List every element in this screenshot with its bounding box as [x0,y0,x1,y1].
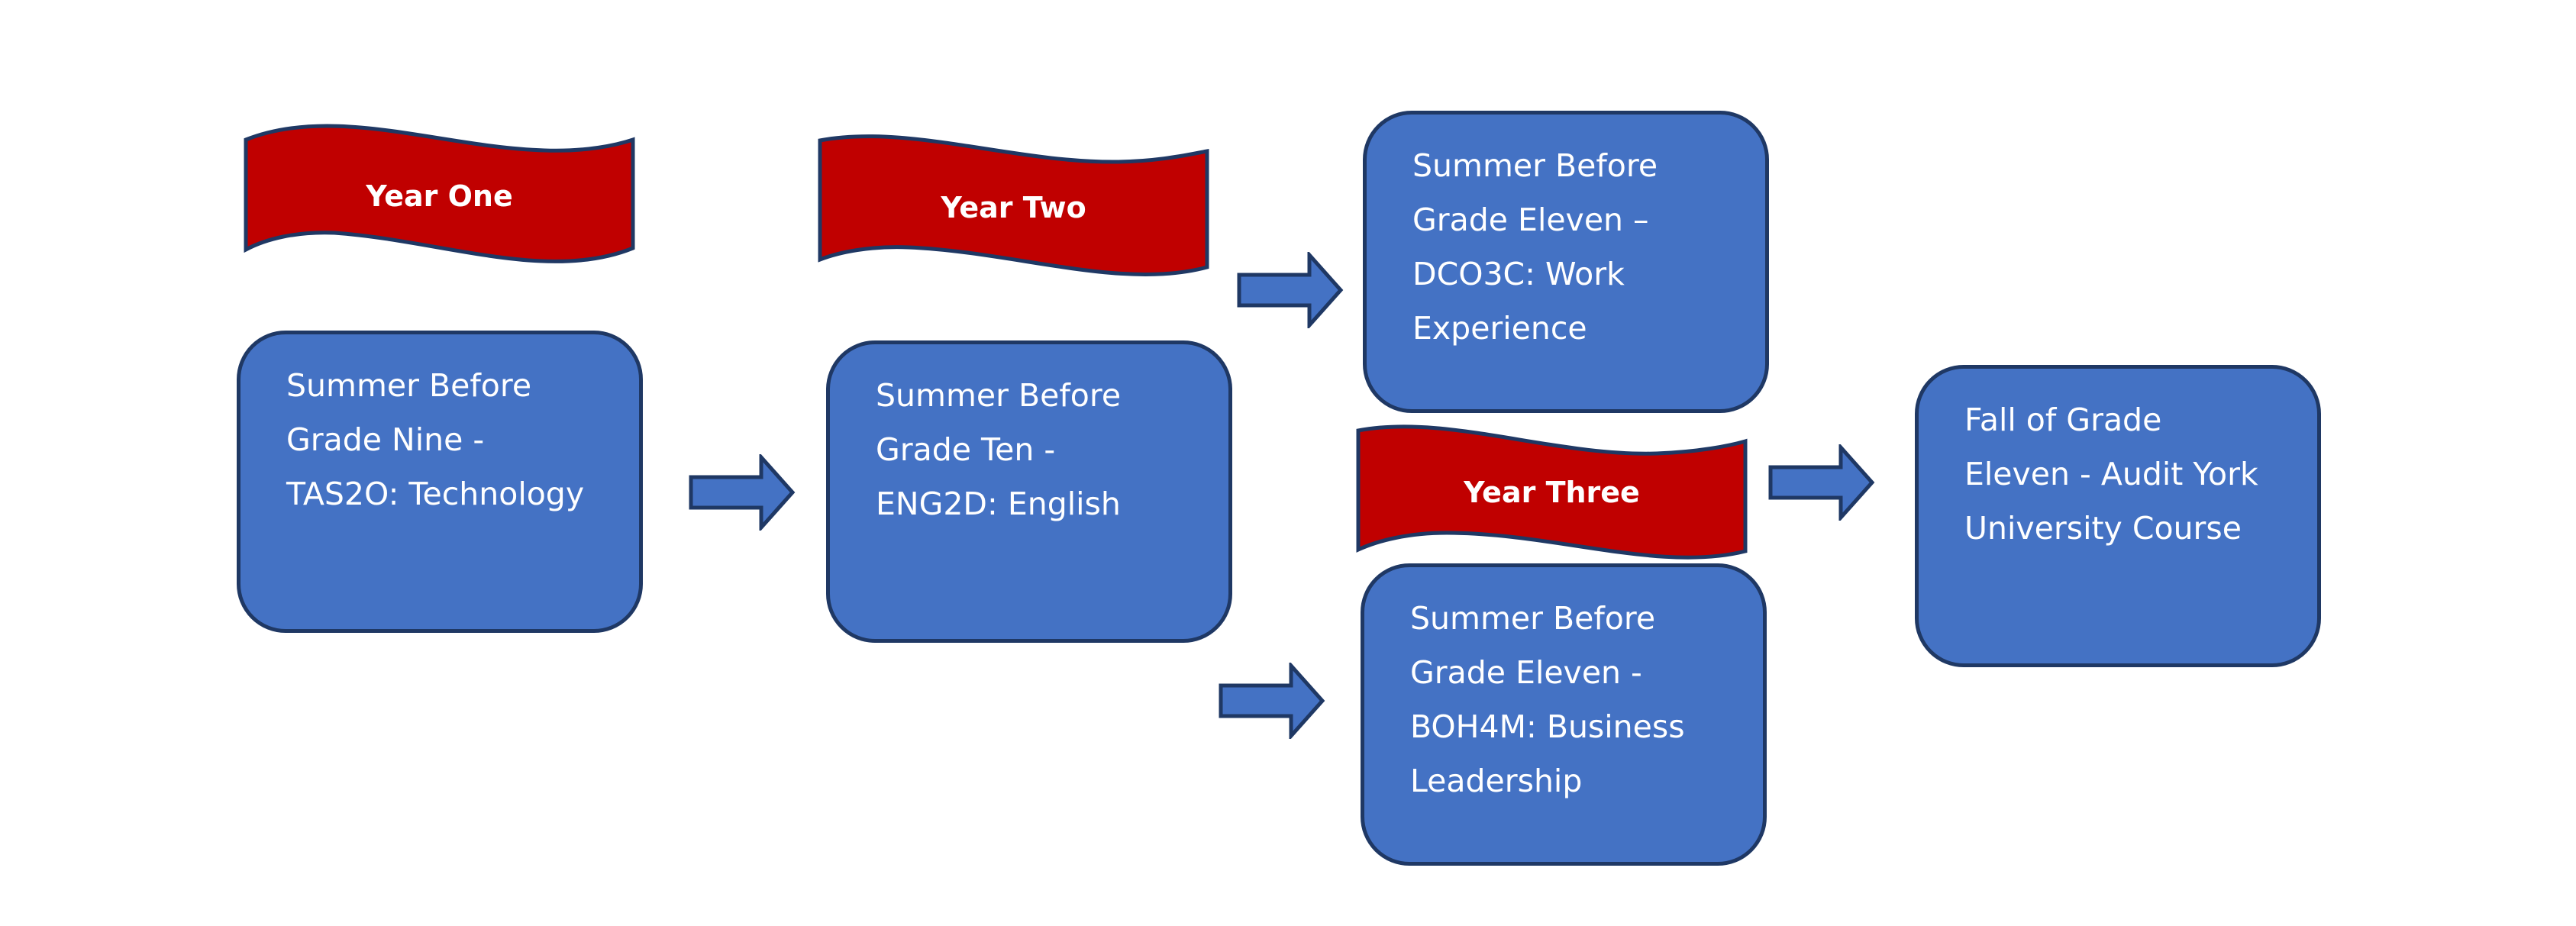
banner-year-three: Year Three [1355,420,1748,573]
box-grade-eleven-work-experience: Summer Before Grade Eleven – DCO3C: Work… [1363,111,1769,413]
banner-year-three-shape [1356,424,1748,560]
box-fall-grade-eleven-york: Fall of Grade Eleven - Audit York Univer… [1915,365,2321,667]
arrow-right-icon [689,454,796,531]
box-grade-nine-technology: Summer Before Grade Nine - TAS2O: Techno… [237,331,643,633]
banner-year-one-label: Year One [366,179,513,213]
banner-year-two: Year Two [817,130,1210,282]
arrow-right-icon [1219,663,1325,739]
arrow-right-icon [1237,252,1344,328]
arrow-right-icon [1768,444,1875,521]
box-grade-eleven-business-leadership: Summer Before Grade Eleven - BOH4M: Busi… [1361,563,1767,866]
banner-year-one: Year One [243,118,636,271]
banner-year-two-shape [818,134,1209,276]
box-grade-ten-english: Summer Before Grade Ten - ENG2D: English [826,340,1232,643]
banner-year-one-shape [244,124,635,263]
banner-year-three-label: Year Three [1464,476,1640,509]
banner-year-two-label: Year Two [941,191,1086,224]
